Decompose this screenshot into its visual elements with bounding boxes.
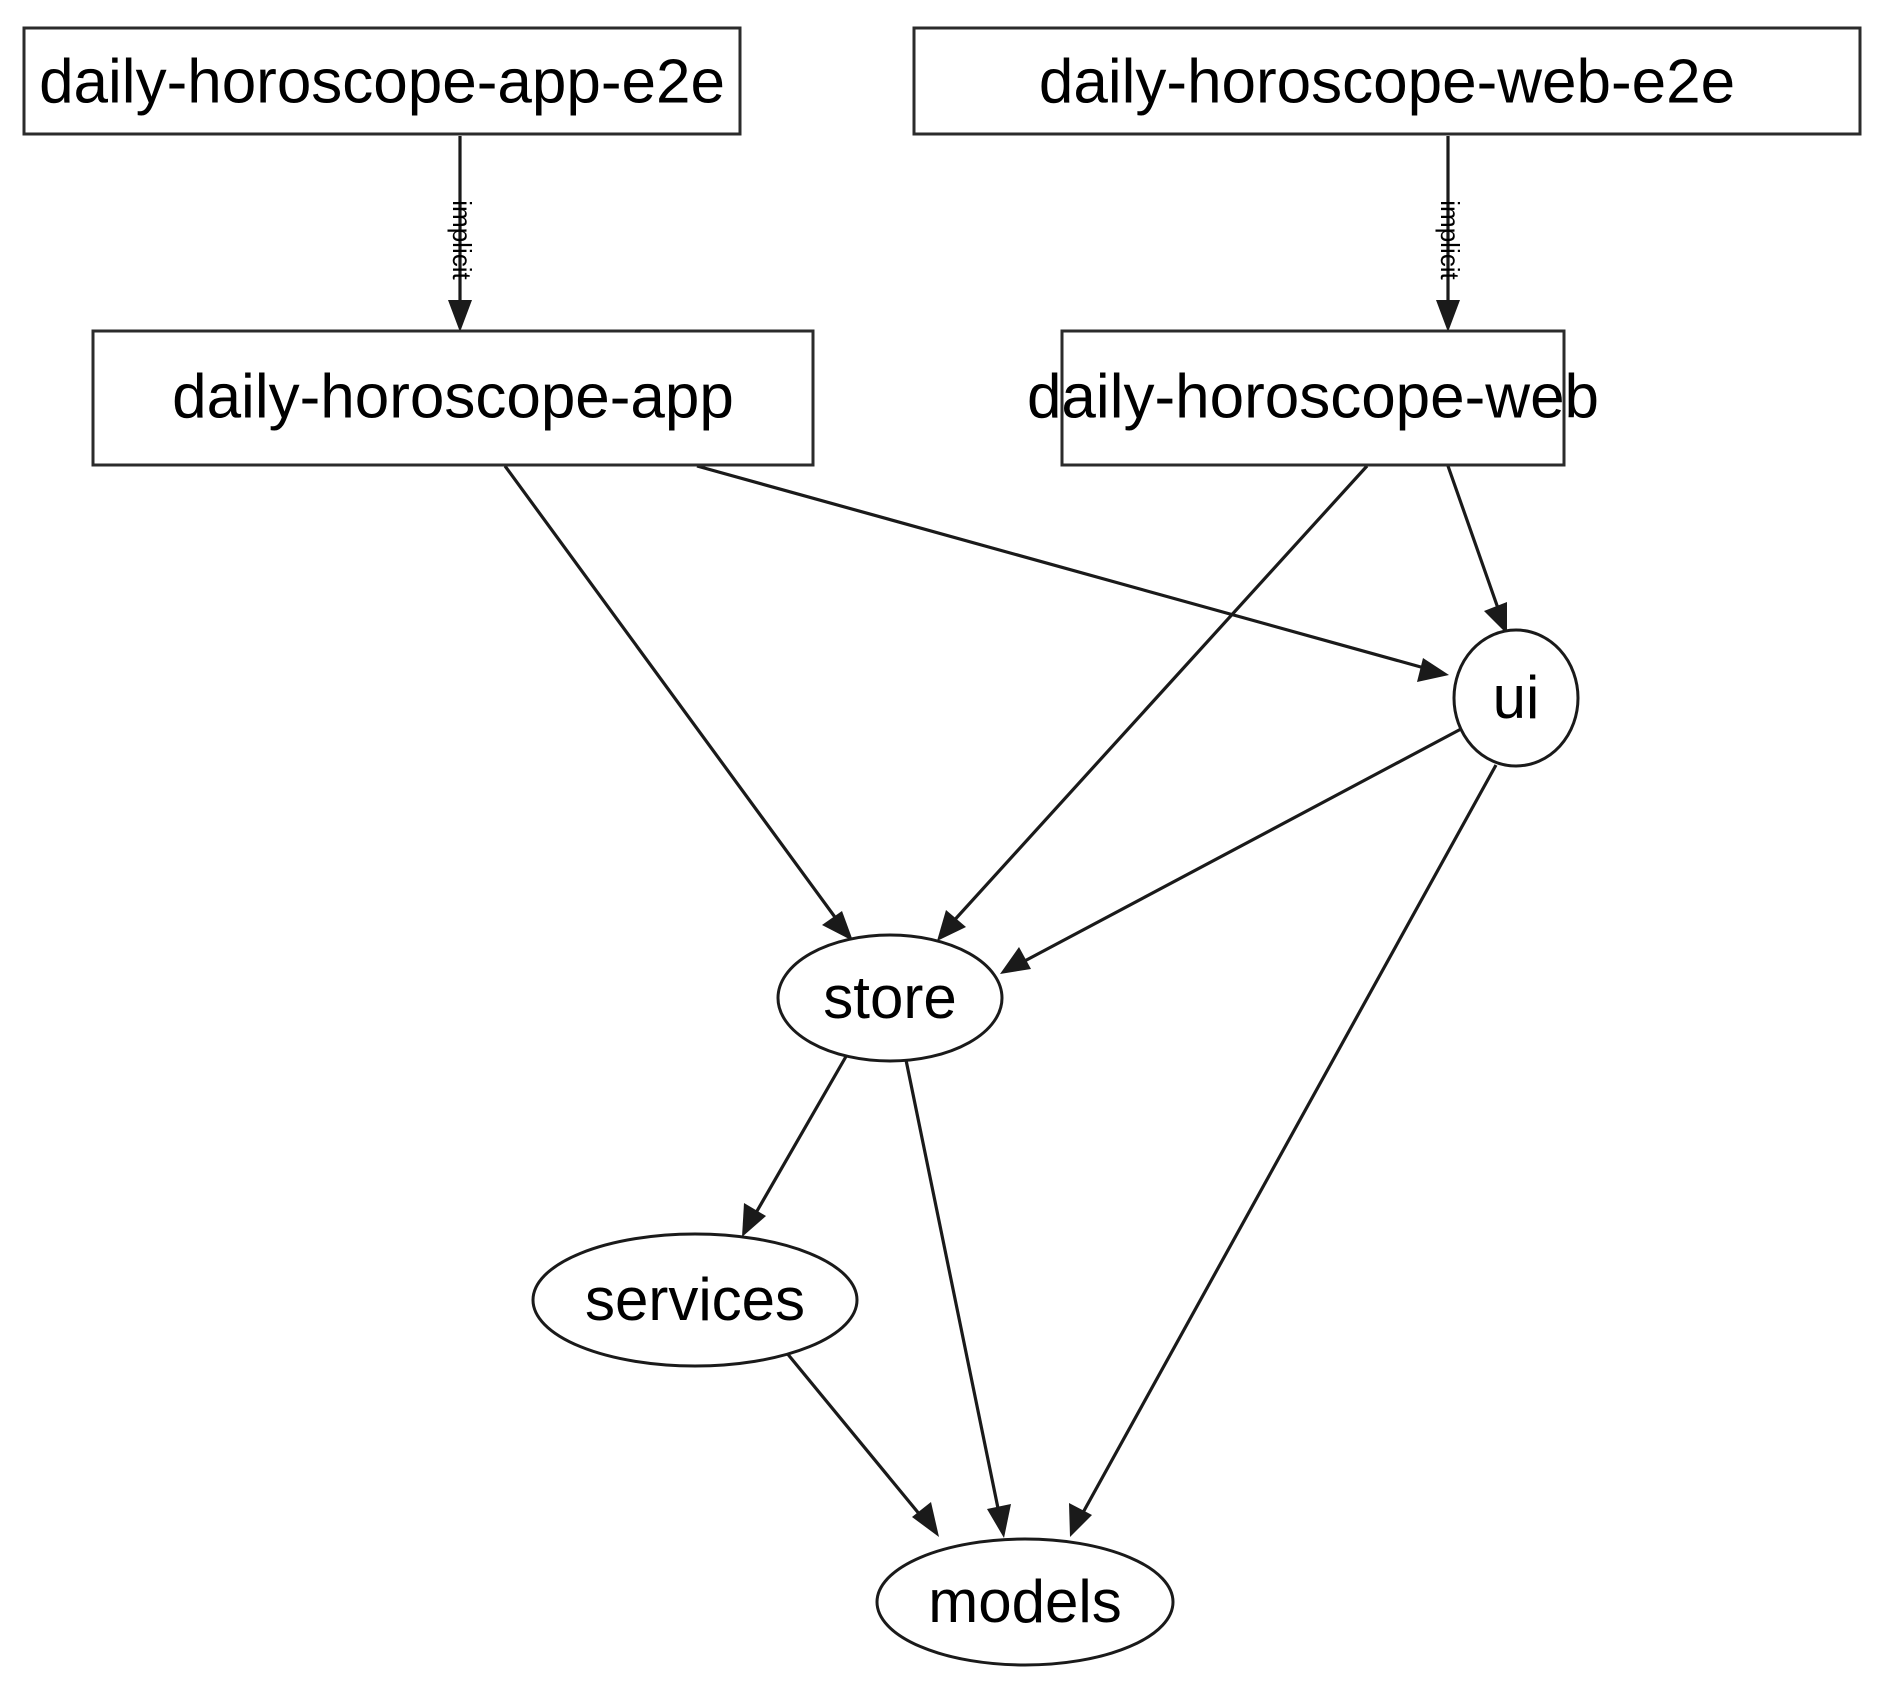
arrowhead-icon xyxy=(1484,602,1507,634)
arrowhead-icon xyxy=(742,1203,766,1237)
node-label-daily-horoscope-app-e2e: daily-horoscope-app-e2e xyxy=(39,47,725,116)
node-label-daily-horoscope-web: daily-horoscope-web xyxy=(1027,362,1599,431)
edge-app-to-ui[interactable] xyxy=(696,464,1449,682)
edge-store-to-models[interactable] xyxy=(904,1059,1011,1538)
arrowhead-icon xyxy=(987,1504,1011,1538)
arrowhead-icon xyxy=(1436,300,1460,332)
edge-app-e2e-to-app[interactable] xyxy=(448,136,472,332)
node-models[interactable]: models xyxy=(875,1537,1175,1667)
node-services[interactable]: services xyxy=(531,1232,859,1368)
edge-services-to-models[interactable] xyxy=(784,1350,939,1537)
edge-label-web-implicit: implicit xyxy=(1435,200,1465,280)
edge-ui-to-models[interactable] xyxy=(1069,764,1498,1537)
edge-web-to-store[interactable] xyxy=(937,464,1369,941)
edge-web-to-ui[interactable] xyxy=(1446,465,1507,634)
edge-store-to-services[interactable] xyxy=(742,1052,850,1237)
node-daily-horoscope-app[interactable]: daily-horoscope-app xyxy=(91,329,815,467)
arrowhead-icon xyxy=(912,1502,939,1537)
node-daily-horoscope-web[interactable]: daily-horoscope-web xyxy=(1027,329,1599,467)
arrowhead-icon xyxy=(1417,658,1449,682)
arrowhead-icon xyxy=(1069,1503,1092,1537)
arrowhead-icon xyxy=(937,910,966,941)
node-label-store: store xyxy=(823,964,956,1031)
edge-web-e2e-to-web[interactable] xyxy=(1436,136,1460,332)
arrowhead-icon xyxy=(1000,947,1031,974)
node-label-daily-horoscope-app: daily-horoscope-app xyxy=(172,362,734,431)
edges-layer xyxy=(448,136,1507,1538)
edge-labels-layer: implicit implicit xyxy=(447,200,1465,280)
node-daily-horoscope-app-e2e[interactable]: daily-horoscope-app-e2e xyxy=(22,26,742,136)
node-label-daily-horoscope-web-e2e: daily-horoscope-web-e2e xyxy=(1039,47,1735,116)
node-label-ui: ui xyxy=(1493,664,1540,731)
arrowhead-icon xyxy=(448,300,472,332)
edge-label-app-implicit: implicit xyxy=(447,200,477,280)
edge-ui-to-store[interactable] xyxy=(1000,727,1462,974)
node-daily-horoscope-web-e2e[interactable]: daily-horoscope-web-e2e xyxy=(912,26,1862,136)
arrowhead-icon xyxy=(822,911,853,941)
node-label-services: services xyxy=(585,1266,805,1333)
node-store[interactable]: store xyxy=(776,933,1004,1063)
nodes-layer: daily-horoscope-app-e2e daily-horoscope-… xyxy=(22,26,1862,1667)
edge-app-to-store[interactable] xyxy=(503,465,853,941)
node-label-models: models xyxy=(928,1568,1121,1635)
node-ui[interactable]: ui xyxy=(1452,628,1580,768)
